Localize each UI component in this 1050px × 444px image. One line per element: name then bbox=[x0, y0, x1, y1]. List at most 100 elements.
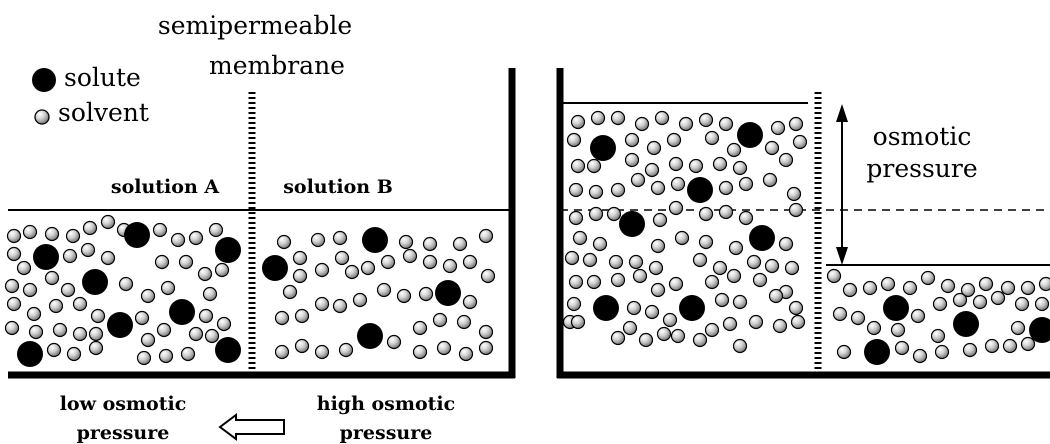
solvent-particle bbox=[72, 296, 88, 312]
solvent-particle bbox=[314, 262, 330, 278]
solvent-particle bbox=[214, 262, 230, 278]
solvent-particle bbox=[422, 254, 438, 270]
solvent-particle bbox=[432, 312, 448, 328]
solvent-particle bbox=[158, 348, 174, 364]
solvent-particle bbox=[478, 324, 494, 340]
solvent-particle bbox=[1020, 336, 1036, 352]
solvent-particle bbox=[6, 296, 22, 312]
solvent-particle bbox=[22, 282, 38, 298]
solvent-particle bbox=[152, 222, 168, 238]
solvent-particle bbox=[836, 344, 852, 360]
solvent-particle bbox=[1034, 296, 1050, 312]
solvent-particle bbox=[610, 272, 626, 288]
solvent-particle bbox=[842, 282, 858, 298]
solvent-particle bbox=[778, 152, 794, 168]
solvent-particle bbox=[274, 344, 290, 360]
flow-arrow-icon bbox=[218, 413, 285, 441]
solvent-particle bbox=[788, 300, 804, 316]
solute-particle bbox=[357, 323, 383, 349]
solution-b-label: solution B bbox=[283, 176, 393, 198]
solvent-particle bbox=[624, 132, 640, 148]
solvent-particle bbox=[646, 140, 662, 156]
solvent-particle bbox=[632, 268, 648, 284]
solute-particle bbox=[619, 211, 645, 237]
solute-particle bbox=[593, 295, 619, 321]
solvent-particle bbox=[688, 158, 704, 174]
solvent-particle bbox=[100, 250, 116, 266]
solvent-particle bbox=[396, 288, 412, 304]
solvent-particle bbox=[698, 206, 714, 222]
solvent-particle bbox=[386, 334, 402, 350]
solvent-particle bbox=[678, 116, 694, 132]
solvent-particle bbox=[398, 234, 414, 250]
solvent-particle bbox=[666, 132, 682, 148]
solvent-particle bbox=[692, 252, 708, 268]
solvent-particle bbox=[748, 314, 764, 330]
solvent-particle bbox=[44, 226, 60, 242]
solvent-particle bbox=[626, 300, 642, 316]
solvent-particle bbox=[880, 276, 896, 292]
solvent-particle bbox=[718, 116, 734, 132]
solvent-particle bbox=[704, 274, 720, 290]
solvent-particle bbox=[1038, 276, 1050, 292]
solvent-particle bbox=[610, 182, 626, 198]
solvent-particle bbox=[712, 260, 728, 276]
right-particles bbox=[562, 110, 1050, 365]
solvent-particle bbox=[156, 322, 172, 338]
left-container bbox=[8, 68, 516, 379]
solvent-particle bbox=[826, 268, 842, 284]
membrane-label-line1: semipermeable bbox=[158, 11, 352, 40]
solvent-particle bbox=[638, 332, 654, 348]
solvent-particle bbox=[648, 260, 664, 276]
solvent-particle bbox=[630, 172, 646, 188]
solution-a-label: solution A bbox=[111, 176, 219, 198]
solvent-particle bbox=[990, 290, 1006, 306]
solute-particle bbox=[169, 299, 195, 325]
solvent-particle bbox=[52, 322, 68, 338]
solvent-particle bbox=[930, 328, 946, 344]
solvent-particle bbox=[310, 232, 326, 248]
solvent-particle bbox=[772, 318, 788, 334]
solvent-particle bbox=[160, 280, 176, 296]
solvent-particle bbox=[738, 176, 754, 192]
solvent-particle bbox=[1000, 280, 1016, 296]
solvent-particle bbox=[770, 120, 786, 136]
solvent-particle bbox=[790, 314, 806, 330]
solvent-particle bbox=[634, 116, 650, 132]
osmotic-pressure-label-line1: osmotic bbox=[873, 122, 972, 151]
solvent-particle bbox=[644, 162, 660, 178]
solvent-particle bbox=[118, 276, 134, 292]
solvent-particle bbox=[478, 228, 494, 244]
left-particles bbox=[4, 214, 496, 367]
solvent-particle bbox=[294, 338, 310, 354]
solvent-particle bbox=[292, 250, 308, 266]
solvent-particle bbox=[1002, 338, 1018, 354]
solvent-particle bbox=[972, 294, 988, 310]
solute-particle bbox=[262, 255, 288, 281]
solvent-particle bbox=[764, 140, 780, 156]
solvent-particle bbox=[668, 200, 684, 216]
solvent-particle bbox=[588, 206, 604, 222]
solvent-particle bbox=[332, 230, 348, 246]
solute-particle bbox=[953, 311, 979, 337]
solvent-particle bbox=[566, 132, 582, 148]
low-pressure-label-line2: pressure bbox=[77, 422, 170, 444]
solvent-particle bbox=[910, 308, 926, 324]
solvent-particle bbox=[314, 296, 330, 312]
solvent-particle bbox=[762, 172, 778, 188]
solvent-particle bbox=[6, 246, 22, 262]
solvent-particle bbox=[274, 310, 290, 326]
solvent-particle bbox=[628, 254, 644, 270]
solute-particle bbox=[17, 341, 43, 367]
solvent-particle bbox=[100, 214, 116, 230]
solvent-particle bbox=[652, 212, 668, 228]
right-container bbox=[556, 68, 1050, 379]
solvent-particle bbox=[590, 110, 606, 126]
solvent-particle bbox=[912, 348, 928, 364]
solvent-particle bbox=[216, 316, 232, 332]
solvent-particle bbox=[136, 350, 152, 366]
solvent-particle bbox=[478, 340, 494, 356]
solvent-particle bbox=[894, 340, 910, 356]
solvent-particle bbox=[422, 236, 438, 252]
